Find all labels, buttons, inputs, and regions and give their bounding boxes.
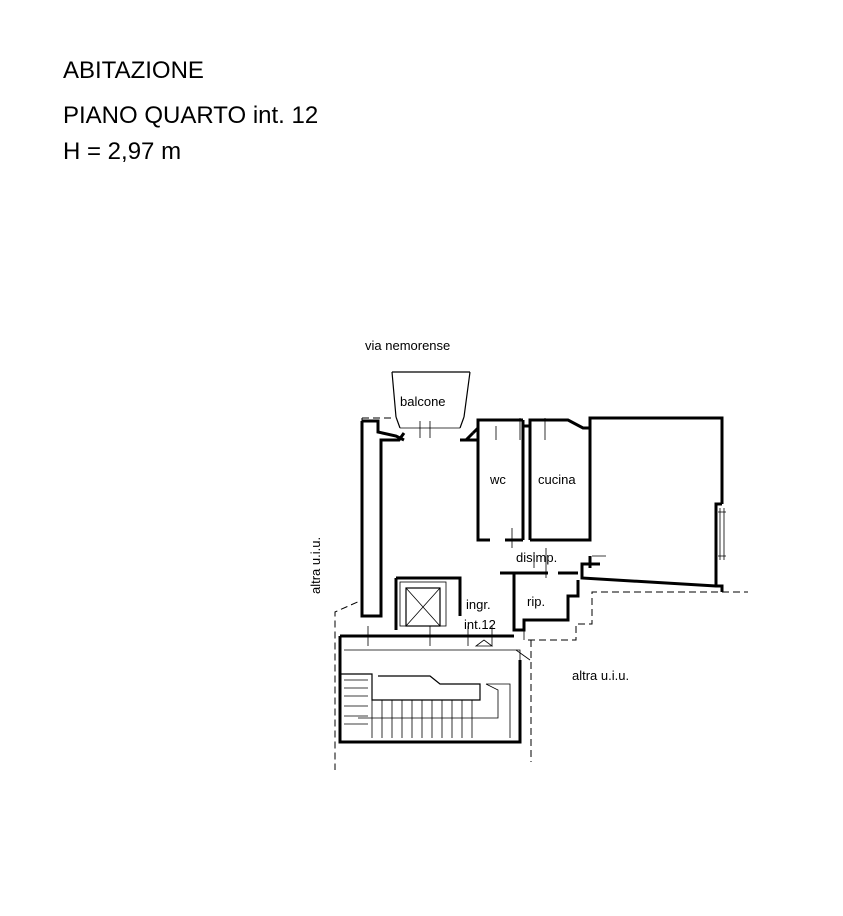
neighbor-right-label: altra u.i.u. [572, 668, 629, 683]
balcony [391, 371, 471, 429]
wc-label: wc [489, 472, 506, 487]
interior-walls [338, 426, 600, 744]
elevator-shaft [399, 581, 447, 627]
balcony-label: balcone [400, 394, 446, 409]
kitchen-label: cucina [538, 472, 576, 487]
plan-title: ABITAZIONE [63, 57, 204, 84]
boundary-lines [334, 417, 748, 770]
entrance-label: ingr. [466, 597, 491, 612]
street-label: via nemorense [365, 338, 450, 353]
floor-label: PIANO QUARTO int. 12 [63, 102, 319, 129]
exterior-walls [360, 416, 724, 618]
hallway-label: disimp. [516, 550, 557, 565]
ceiling-height-label: H = 2,97 m [63, 138, 182, 165]
neighbor-left-label: altra u.i.u. [308, 537, 323, 594]
staircase [340, 649, 521, 738]
storage-label: rip. [527, 594, 545, 609]
openings [367, 418, 726, 661]
entrance-unit-label: int.12 [464, 617, 496, 632]
